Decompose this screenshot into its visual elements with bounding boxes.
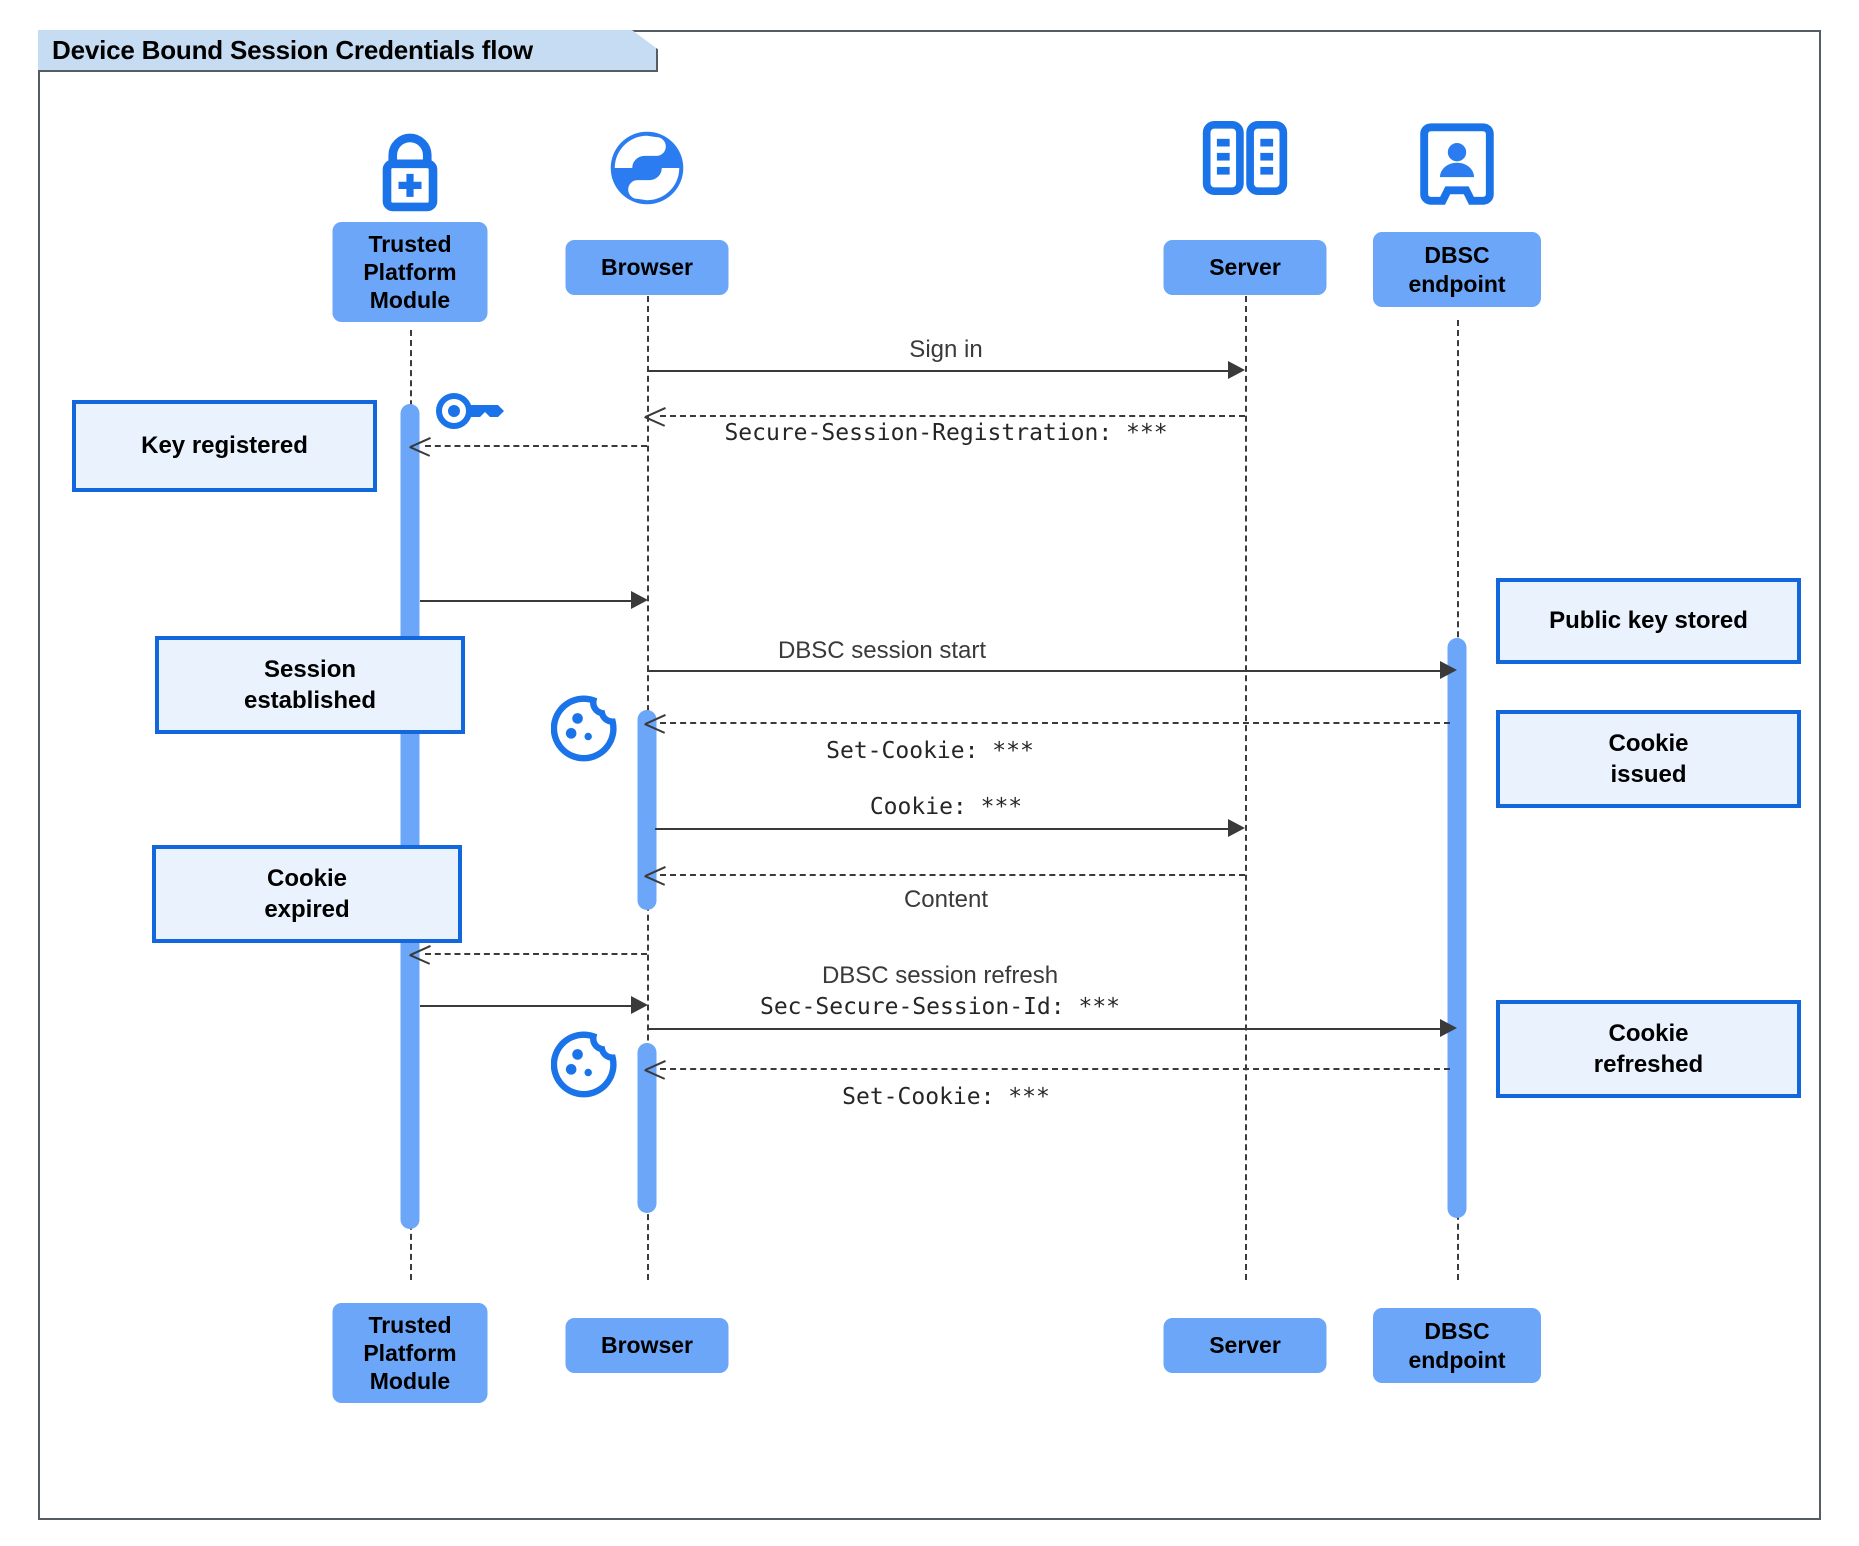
globe-icon [604, 125, 690, 216]
message-line-set-cookie-2 [660, 1068, 1450, 1070]
arrowhead-browser-to-tpm-2 [409, 943, 431, 965]
message-line-browser-to-tpm-1 [425, 445, 647, 447]
arrowhead-cookie [1228, 819, 1245, 837]
note-cookie-expired: Cookie expired [152, 845, 462, 943]
message-line-tpm-to-browser-2 [420, 1005, 631, 1007]
message-label-secure-session-registration: Secure-Session-Registration: *** [724, 420, 1168, 446]
participant-dbsc-top[interactable]: DBSC endpoint [1373, 232, 1541, 307]
arrowhead-tpm-to-browser-2 [631, 996, 648, 1014]
participant-dbsc-bottom[interactable]: DBSC endpoint [1373, 1308, 1541, 1383]
participant-server-top[interactable]: Server [1163, 240, 1327, 295]
arrowhead-tpm-to-browser-1 [631, 591, 648, 609]
participant-label: Trusted Platform Module [363, 230, 457, 314]
arrowhead-content [644, 864, 666, 886]
arrowhead-dbsc-session-refresh [1440, 1019, 1457, 1037]
note-text: Key registered [141, 432, 308, 460]
message-line-dbsc-session-refresh [647, 1028, 1440, 1030]
activation-bar-browser-1 [637, 710, 657, 910]
message-label-sign-in: Sign in [909, 336, 983, 363]
activation-bar-tpm [400, 404, 420, 1229]
participant-label: Browser [600, 254, 694, 281]
note-cookie-refreshed: Cookie refreshed [1496, 1000, 1801, 1098]
activation-bar-browser-2 [637, 1043, 657, 1213]
participant-browser-top[interactable]: Browser [565, 240, 729, 295]
message-line-cookie [655, 828, 1228, 830]
message-label-cookie: Cookie: *** [869, 794, 1023, 820]
note-text: Session established [243, 655, 377, 714]
participant-server-bottom[interactable]: Server [1163, 1318, 1327, 1373]
arrowhead-set-cookie-1 [644, 712, 666, 734]
note-cookie-issued: Cookie issued [1496, 710, 1801, 808]
frame-title-label: Device Bound Session Credentials flow [52, 34, 533, 65]
message-line-dbsc-session-start [647, 670, 1440, 672]
arrowhead-dbsc-session-start [1440, 661, 1457, 679]
note-public-key-stored: Public key stored [1496, 578, 1801, 664]
note-text: Cookie refreshed [1593, 1019, 1704, 1078]
arrowhead-sign-in [1228, 361, 1245, 379]
message-line-browser-to-tpm-2 [425, 953, 647, 955]
lifeline-server [1245, 286, 1247, 1280]
message-line-sign-in [647, 370, 1228, 372]
participant-label: Browser [600, 1332, 694, 1359]
cookie-icon [550, 1030, 619, 1103]
participant-browser-bottom[interactable]: Browser [565, 1318, 729, 1373]
note-text: Cookie expired [264, 864, 350, 923]
key-icon [434, 385, 506, 442]
arrowhead-browser-to-tpm-1 [409, 435, 431, 457]
note-text: Cookie issued [1608, 729, 1689, 788]
frame-title-tab: Device Bound Session Credentials flow [38, 30, 658, 72]
participant-tpm-top[interactable]: Trusted Platform Module [332, 222, 488, 322]
cookie-icon [550, 694, 619, 767]
participant-label: Server [1209, 1332, 1281, 1359]
padlock-plus-icon [364, 125, 456, 222]
arrowhead-secure-session-registration [644, 405, 666, 427]
server-rack-icon [1199, 118, 1291, 203]
message-line-tpm-to-browser-1 [420, 600, 631, 602]
message-label-dbsc-session-start: DBSC session start [777, 637, 987, 664]
message-label-set-cookie-1: Set-Cookie: *** [826, 738, 1034, 764]
message-line-content [660, 874, 1245, 876]
message-line-set-cookie-1 [660, 722, 1450, 724]
participant-label: DBSC endpoint [1408, 242, 1506, 297]
note-text: Public key stored [1549, 607, 1748, 635]
participant-tpm-bottom[interactable]: Trusted Platform Module [332, 1303, 488, 1403]
message-label-content: Content [903, 886, 989, 913]
message-label-dbsc-session-refresh: DBSC session refresh [821, 962, 1059, 989]
activation-bar-dbsc [1447, 638, 1467, 1218]
note-key-registered: Key registered [72, 400, 377, 492]
id-badge-icon [1418, 122, 1496, 211]
message-label-set-cookie-2: Set-Cookie: *** [842, 1084, 1050, 1110]
participant-label: DBSC endpoint [1408, 1318, 1506, 1373]
note-session-established: Session established [155, 636, 465, 734]
message-label-sec-secure-session-id: Sec-Secure-Session-Id: *** [759, 994, 1121, 1020]
participant-label: Server [1209, 254, 1281, 281]
arrowhead-set-cookie-2 [644, 1058, 666, 1080]
message-line-secure-session-registration [660, 415, 1245, 417]
participant-label: Trusted Platform Module [363, 1311, 457, 1395]
